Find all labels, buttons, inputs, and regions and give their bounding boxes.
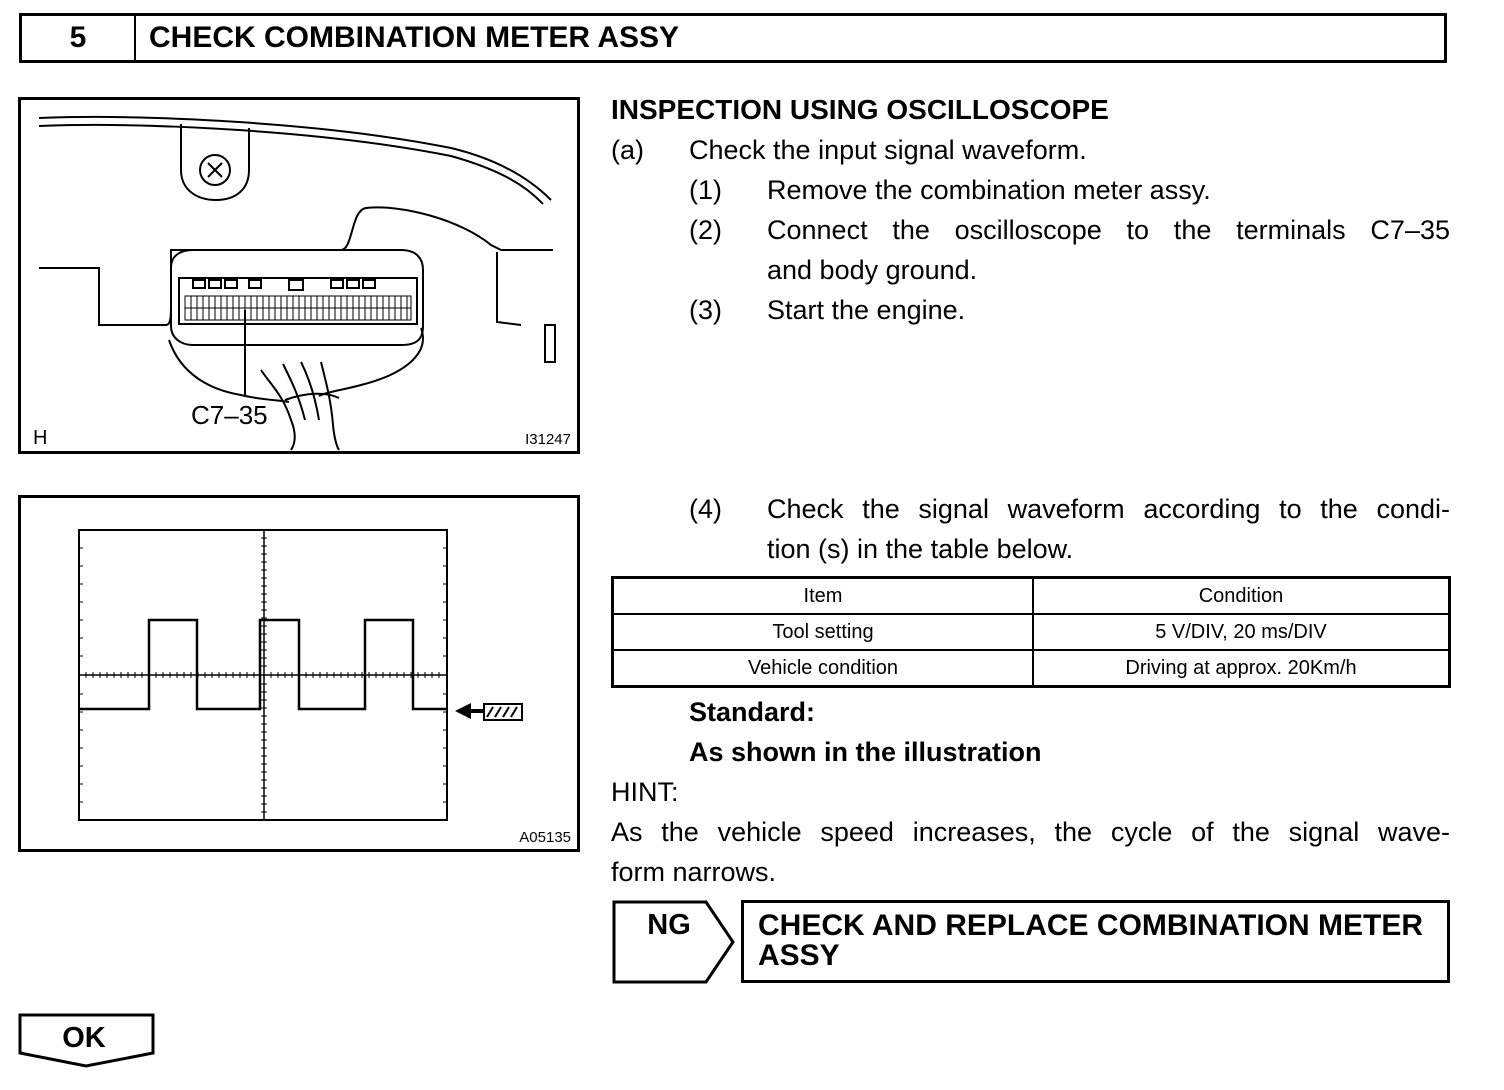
substep-2-marker: (2): [689, 215, 722, 245]
substep-1-text: Remove the combination meter assy.: [767, 175, 1211, 205]
substep-4-line1: Check the signal waveform according to t…: [767, 494, 1450, 524]
figure-code: A05135: [519, 829, 571, 846]
ok-arrow-icon: [18, 1013, 155, 1068]
table-cell: Tool setting: [611, 613, 1034, 651]
terminal-label: C7–35: [191, 400, 268, 430]
table-row: Vehicle condition Driving at approx. 20K…: [611, 649, 1451, 688]
connector-drawing: C7–35 H I31247: [33, 116, 571, 451]
ng-action-box: CHECK AND REPLACE COMBINATION METER ASSY: [741, 900, 1450, 983]
table-cell: Driving at approx. 20Km/h: [1032, 649, 1451, 688]
figure-corner-letter: H: [33, 427, 47, 449]
ok-indicator: OK: [18, 1013, 156, 1069]
hint-label: HINT:: [611, 777, 679, 807]
hint-line1: As the vehicle speed increases, the cycl…: [611, 817, 1450, 847]
substep-2-line2: and body ground.: [767, 255, 978, 285]
waveform-illustration: A05135: [18, 495, 580, 852]
substep-2-line1: Connect the oscilloscope to the terminal…: [767, 215, 1450, 245]
inspection-heading: INSPECTION USING OSCILLOSCOPE: [611, 94, 1109, 125]
table-header-row: Item Condition: [611, 576, 1451, 615]
substep-4-line2: tion (s) in the table below.: [767, 534, 1074, 564]
step-title: CHECK COMBINATION METER ASSY: [149, 21, 680, 54]
step-number: 5: [22, 16, 136, 60]
ng-indicator: NG: [612, 900, 736, 984]
ng-action-line1: CHECK AND REPLACE COMBINATION METER: [758, 909, 1423, 942]
step-header: 5 CHECK COMBINATION METER ASSY: [19, 13, 1447, 63]
figure-code: I31247: [525, 431, 571, 448]
ng-label: NG: [647, 909, 691, 941]
standard-value: As shown in the illustration: [689, 737, 1042, 767]
hint-line2: form narrows.: [611, 857, 777, 887]
body-ground-icon: [455, 703, 523, 721]
substep-3-marker: (3): [689, 295, 722, 325]
table-cell: Vehicle condition: [611, 649, 1034, 688]
substep-4-marker: (4): [689, 494, 722, 524]
connector-illustration: C7–35 H I31247: [18, 97, 580, 454]
condition-table: Item Condition Tool setting 5 V/DIV, 20 …: [611, 576, 1451, 688]
table-cell: 5 V/DIV, 20 ms/DIV: [1032, 613, 1451, 651]
ok-label: OK: [62, 1022, 106, 1054]
oscilloscope-screen: A05135: [78, 529, 571, 846]
ng-action-line2: ASSY: [758, 939, 840, 972]
substep-1-marker: (1): [689, 175, 722, 205]
substep-3-text: Start the engine.: [767, 295, 966, 325]
table-header-item: Item: [611, 576, 1034, 615]
step-a-marker: (a): [611, 135, 644, 165]
table-header-condition: Condition: [1032, 576, 1451, 615]
step-a-text: Check the input signal waveform.: [689, 135, 1087, 165]
ng-arrow-icon: [612, 900, 735, 984]
table-row: Tool setting 5 V/DIV, 20 ms/DIV: [611, 613, 1451, 651]
standard-label: Standard:: [689, 697, 816, 727]
